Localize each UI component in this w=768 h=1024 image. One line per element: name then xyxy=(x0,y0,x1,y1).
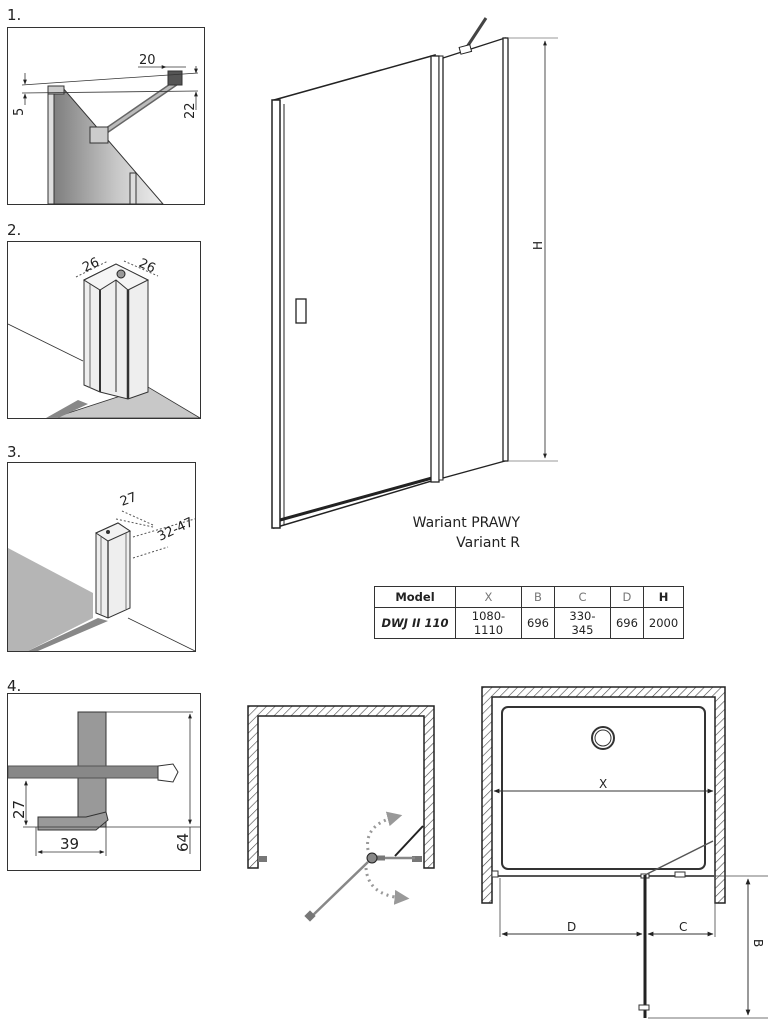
open-door-leaf xyxy=(309,861,369,919)
label-c: C xyxy=(679,920,687,934)
header-c: C xyxy=(553,586,611,608)
shower-tray xyxy=(501,706,706,870)
fixed-panel xyxy=(442,37,506,479)
step-4-panel: 27 39 64 xyxy=(7,693,201,871)
cell-d: 696 xyxy=(609,607,644,639)
table-row: DWJ II 110 1080-1110 696 330-345 696 200… xyxy=(374,607,685,639)
front-view-drawing: H xyxy=(271,17,558,530)
cell-b: 696 xyxy=(521,607,555,639)
dim-profile-b: 26 xyxy=(136,256,157,277)
dim-bracket-width: 20 xyxy=(139,53,156,68)
variant-label-en: Variant R xyxy=(456,535,520,551)
step-3-panel: 27 32-47 xyxy=(7,462,196,652)
height-label: H xyxy=(531,241,545,250)
door-swing-plan xyxy=(247,705,435,922)
door-handle xyxy=(295,298,307,324)
header-b: B xyxy=(521,586,555,608)
wall-profile xyxy=(502,37,509,462)
header-h: H xyxy=(642,586,685,608)
dim-offset-top: 5 xyxy=(12,108,27,116)
dim-threshold-height: 27 xyxy=(10,800,28,819)
cell-model: DWJ II 110 xyxy=(374,607,456,639)
header-model: Model xyxy=(374,586,456,608)
cell-h: 2000 xyxy=(642,607,685,639)
spec-table: Model X B C D H DWJ II 110 1080-1110 696… xyxy=(374,586,685,639)
step-1-number: 1. xyxy=(7,6,22,24)
dim-adjust-range: 32-47 xyxy=(155,515,195,545)
step-3-number: 3. xyxy=(7,443,22,461)
step-2-number: 2. xyxy=(7,221,22,239)
wall-bracket-illustration: 5 20 22 xyxy=(12,53,199,204)
threshold-seal-illustration: 27 39 64 xyxy=(8,711,200,856)
spec-table-header: Model X B C D H xyxy=(374,586,685,608)
label-b: B xyxy=(751,939,765,947)
header-x: X xyxy=(455,586,522,608)
step-2-panel: 26 26 xyxy=(7,241,201,419)
cell-x: 1080-1110 xyxy=(455,607,522,639)
header-d: D xyxy=(609,586,644,608)
dim-bracket-height: 22 xyxy=(183,102,198,119)
wall-profile-illustration: 27 32-47 xyxy=(8,490,195,651)
swing-arrow-outward xyxy=(364,867,410,905)
plan-wall-hatching xyxy=(481,686,726,904)
door-panel xyxy=(273,54,436,530)
door-left-profile xyxy=(271,99,281,529)
label-x: X xyxy=(599,777,607,791)
variant-label-pl: Wariant PRAWY xyxy=(412,515,520,531)
dim-foot-length: 39 xyxy=(60,835,79,853)
cell-c: 330-345 xyxy=(553,607,611,639)
step-4-number: 4. xyxy=(7,677,22,695)
dim-profile-width: 27 xyxy=(118,490,139,510)
dimension-plan: X D C B xyxy=(481,686,768,1019)
door-bottom-seal xyxy=(279,476,433,522)
corner-profile-illustration: 26 26 xyxy=(8,255,200,418)
label-d: D xyxy=(567,920,576,934)
wall-hatching xyxy=(247,705,435,869)
dim-total-height: 64 xyxy=(174,833,192,852)
dim-profile-a: 26 xyxy=(80,255,101,276)
middle-post xyxy=(430,55,440,483)
step-1-panel: 5 20 22 xyxy=(7,27,205,205)
swing-arrow-inward xyxy=(366,811,403,851)
